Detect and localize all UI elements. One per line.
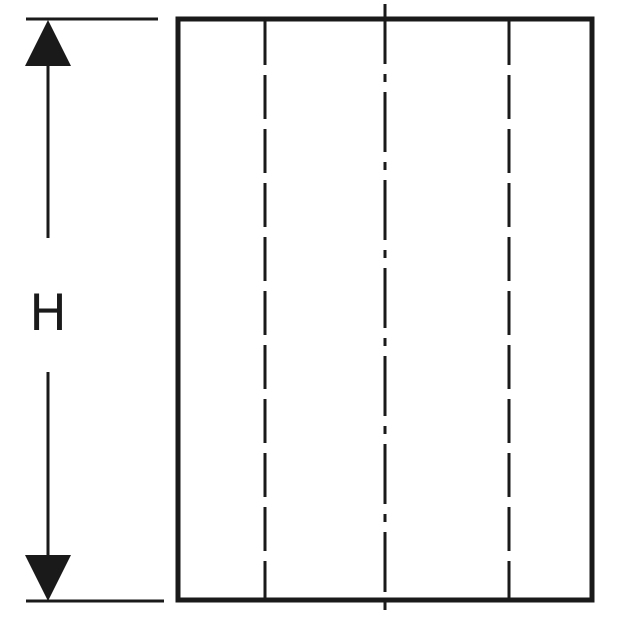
dimension-label: H bbox=[29, 284, 67, 342]
arrowhead-down-icon bbox=[25, 555, 71, 601]
arrowhead-up-icon bbox=[25, 20, 71, 66]
